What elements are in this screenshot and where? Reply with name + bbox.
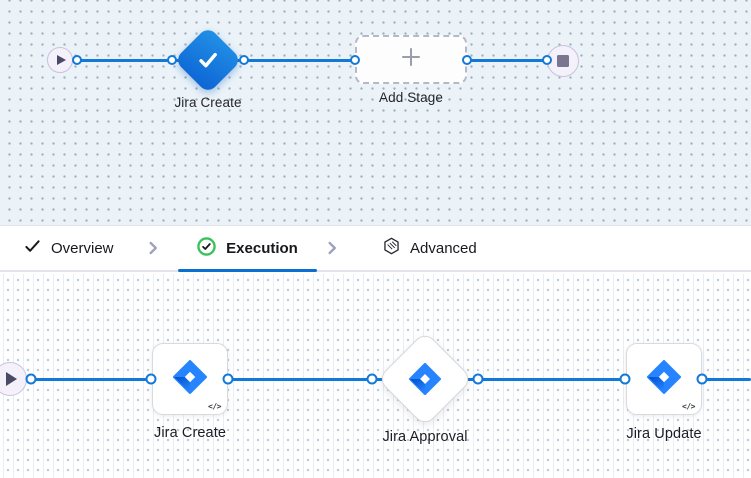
step-node-jira-approval[interactable] <box>376 330 474 428</box>
connector-port[interactable] <box>145 373 157 385</box>
chevron-right-icon <box>146 226 160 270</box>
tab-execution-label: Execution <box>226 239 298 257</box>
check-icon <box>184 36 232 84</box>
tab-advanced[interactable]: Advanced <box>383 226 477 270</box>
connector-port[interactable] <box>462 55 472 65</box>
add-stage-button[interactable] <box>355 35 467 84</box>
tab-overview[interactable]: Overview <box>24 226 114 270</box>
connector-port[interactable] <box>25 373 37 385</box>
stage-node-jira-create[interactable] <box>174 26 242 94</box>
play-icon <box>57 55 66 65</box>
step-label: Jira Approval <box>382 429 468 445</box>
stage-config-tabbar: Overview Execution <box>0 226 751 272</box>
connector-port[interactable] <box>472 373 484 385</box>
connector-port[interactable] <box>366 373 378 385</box>
connector-port[interactable] <box>239 55 249 65</box>
step-label: Jira Create <box>153 425 227 441</box>
tab-overview-label: Overview <box>51 239 114 257</box>
add-stage-label: Add Stage <box>379 90 443 105</box>
code-icon: </> <box>208 402 221 411</box>
active-tab-underline <box>178 268 317 272</box>
stage-canvas[interactable]: Jira Create Add Stage <box>0 0 751 226</box>
hexagon-icon <box>383 237 400 259</box>
stop-icon <box>557 55 569 67</box>
check-circle-icon <box>197 236 216 260</box>
stage-label: Jira Create <box>174 95 242 110</box>
play-icon <box>6 372 17 386</box>
connector-port[interactable] <box>350 55 360 65</box>
pipeline-end-button[interactable] <box>547 45 579 77</box>
tab-advanced-label: Advanced <box>410 239 477 257</box>
chevron-right-icon <box>325 226 339 270</box>
connector-port[interactable] <box>167 55 177 65</box>
tab-execution[interactable]: Execution <box>178 226 317 272</box>
connector-port[interactable] <box>72 55 82 65</box>
connector-port[interactable] <box>696 373 708 385</box>
jira-icon <box>172 359 208 400</box>
jira-icon <box>392 346 458 412</box>
plus-icon <box>401 47 421 72</box>
step-label: Jira Update <box>626 426 702 442</box>
execution-start-button[interactable] <box>0 362 27 396</box>
connector-port[interactable] <box>542 55 552 65</box>
execution-canvas[interactable]: </> Jira Create Jira Approval </> Jir <box>0 274 751 478</box>
jira-icon <box>646 359 682 400</box>
step-node-jira-update[interactable]: </> <box>626 343 702 415</box>
pipeline-start-button[interactable] <box>47 47 73 73</box>
check-icon <box>24 238 41 259</box>
connector-port[interactable] <box>619 373 631 385</box>
connector-port[interactable] <box>222 373 234 385</box>
code-icon: </> <box>682 402 695 411</box>
connector-line <box>74 58 548 62</box>
step-node-jira-create[interactable]: </> <box>152 343 228 415</box>
